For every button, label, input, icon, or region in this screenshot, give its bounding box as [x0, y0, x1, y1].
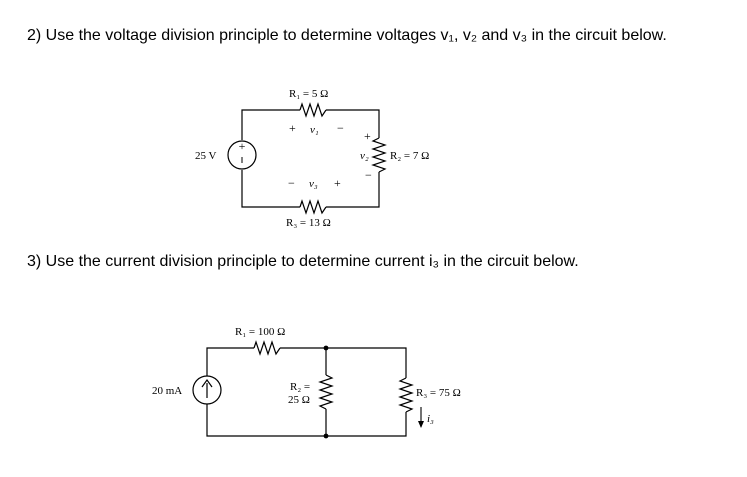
circuit2-r2-label-line2: 25 Ω [288, 394, 310, 406]
circuit1-source-label: 25 V [195, 150, 217, 162]
circuit2-top-junction [323, 345, 329, 351]
circuit1-v3-plus: + [334, 176, 341, 190]
circuit1-wire-bottom-right [326, 172, 380, 208]
circuit2-bottom-junction [323, 433, 329, 439]
circuit-2: 20 mA R₁ = 100 Ω R₂ = 25 Ω R₃ = 75 Ω i₃ [152, 326, 461, 439]
circuit2-current-source [192, 375, 222, 405]
circuit1-v3-label: v₃ [309, 178, 318, 190]
circuit1-r2-label: R₂ = 7 Ω [390, 150, 429, 162]
question-2-text: 2) Use the voltage division principle to… [27, 27, 667, 44]
circuit1-v1-plus: + [289, 121, 296, 135]
circuit2-source-label: 20 mA [152, 385, 182, 397]
circuit1-r3-label: R₃ = 13 Ω [286, 217, 331, 229]
circuit1-wire-top-right [326, 109, 380, 138]
circuit1-wire-bottom-left [241, 170, 300, 208]
circuit2-i3-arrow [418, 407, 424, 428]
circuit2-i3-label: i₃ [427, 413, 434, 425]
circuit1-r1-label: R₁ = 5 Ω [289, 88, 328, 100]
circuit1-r1-resistor [299, 102, 327, 118]
circuit1-v1-minus: − [337, 121, 344, 135]
circuit2-r1-label: R₁ = 100 Ω [235, 326, 285, 338]
circuit2-wire-top-right [280, 347, 407, 378]
circuit2-r3-label: R₃ = 75 Ω [416, 387, 461, 399]
circuit1-voltage-source: + [227, 139, 257, 170]
circuit1-wire-top-left [241, 109, 300, 140]
circuit2-r2-resistor [318, 374, 334, 410]
circuit1-r3-resistor [299, 199, 327, 215]
circuit1-v2-plus: + [364, 129, 371, 143]
circuit1-v2-minus: − [365, 168, 372, 182]
circuit-1: + 25 V R₁ = 5 Ω + v₁ − R₂ = 7 Ω + v₂ − R… [195, 88, 429, 229]
circuit2-wire-left-top [206, 347, 254, 376]
circuit2-wire-r3-bottom [206, 404, 407, 437]
svg-text:+: + [239, 139, 246, 153]
circuit2-r2-label-line1: R₂ = [290, 381, 310, 393]
circuit1-v1-label: v₁ [310, 124, 319, 136]
circuit2-r1-resistor [253, 340, 281, 356]
question-3-text: 3) Use the current division principle to… [27, 253, 579, 270]
circuit1-v3-minus: − [288, 176, 295, 190]
circuit1-v2-label: v₂ [360, 150, 369, 162]
circuit1-r2-resistor [371, 137, 387, 173]
circuit2-r3-resistor [398, 377, 414, 413]
